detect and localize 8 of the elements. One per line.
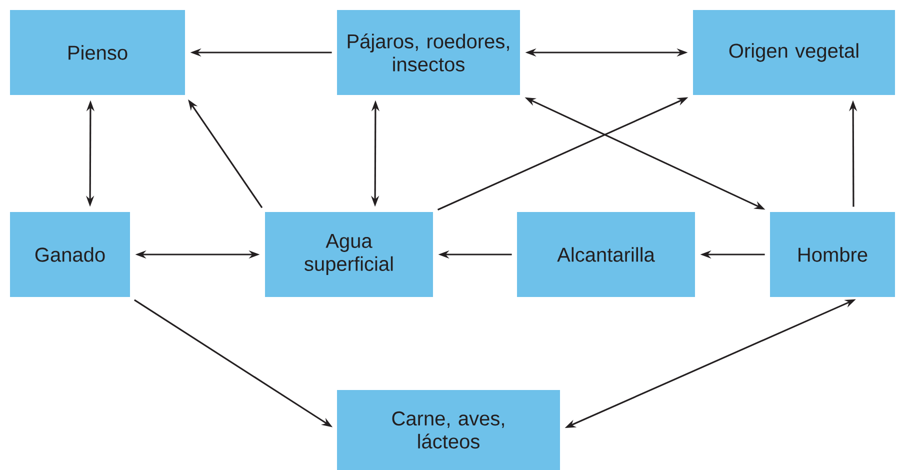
- process-box: Pájaros, roedores, insectos: [337, 10, 520, 95]
- process-box: Ganado: [10, 212, 130, 297]
- process-box: Origen vegetal: [693, 10, 895, 95]
- process-box: Carne, aves, lácteos: [337, 390, 560, 470]
- process-box: Alcantarilla: [517, 212, 695, 297]
- process-box: Hombre: [770, 212, 895, 297]
- process-box: Agua superficial: [265, 212, 433, 297]
- process-box: Pienso: [10, 10, 185, 95]
